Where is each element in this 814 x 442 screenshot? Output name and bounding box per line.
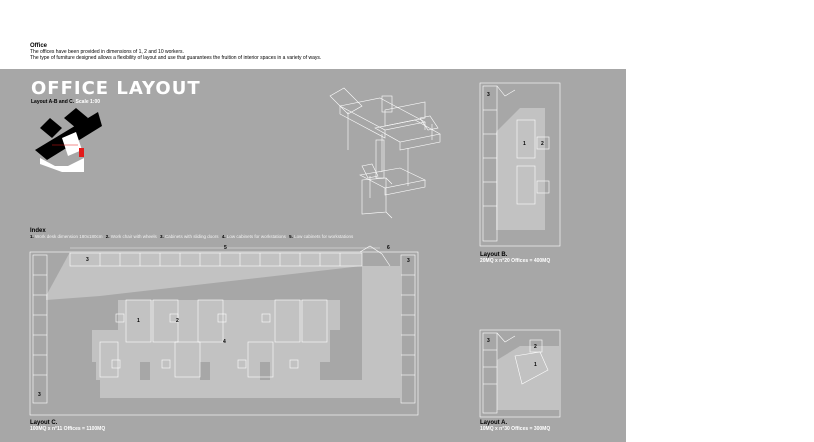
layout-b-desc: 20MQ x n°20 Offices = 400MQ [480, 258, 551, 264]
index-item-5-text: Low cabinets for workstations [294, 234, 354, 239]
label-c-3c: 3 [38, 392, 41, 398]
layout-b-caption: Layout B. 20MQ x n°20 Offices = 400MQ [480, 252, 550, 264]
index-items: 1. Work desk dimension 180x180cm 2. Work… [30, 234, 355, 240]
index-legend: Index 1. Work desk dimension 180x180cm 2… [30, 228, 355, 240]
intro-text: Office The offices have been provided in… [30, 43, 321, 61]
layout-b-plan [479, 82, 561, 247]
label-c-1: 1 [137, 318, 140, 324]
index-item-4-number: 4. [221, 234, 226, 239]
label-b-2: 2 [541, 141, 544, 147]
layout-a-plan [479, 329, 561, 418]
layout-c-heading: Layout C. [30, 420, 58, 426]
intro-line-2: The type of furniture designed allows a … [30, 55, 322, 61]
index-item-1-text: Work desk dimension 180x180cm [35, 234, 103, 239]
label-c-5: 5 [224, 245, 227, 251]
key-plan-icon [35, 108, 102, 172]
index-item-2-text: Work chair with wheels [110, 234, 157, 239]
label-c-2: 2 [176, 318, 179, 324]
board-subtitle: Layout A-B and C. Scale 1:00 [31, 99, 100, 105]
index-item-5-number: 5. [289, 234, 293, 239]
layout-a-heading: Layout A. [480, 420, 508, 426]
label-a-1: 1 [534, 362, 537, 368]
index-item-3-number: 3. [159, 234, 164, 239]
layout-b-heading: Layout B. [480, 252, 508, 258]
label-c-6: 6 [387, 245, 390, 251]
layout-c-caption: Layout C. 100MQ x n°11 Offices = 1100MQ [30, 420, 105, 432]
label-b-1: 1 [523, 141, 526, 147]
layout-c-desc: 100MQ x n°11 Offices = 1100MQ [30, 426, 106, 432]
label-b-3: 3 [487, 92, 490, 98]
axonometric-furniture [329, 87, 441, 219]
intro-line-1: The offices have been provided in dimens… [30, 49, 184, 55]
index-item-1-number: 1. [30, 234, 34, 239]
label-c-3b: 3 [407, 258, 410, 264]
label-a-3: 3 [487, 338, 490, 344]
index-item-2-number: 2. [105, 234, 110, 239]
index-item-3-text: Cabinets with sliding doors [165, 234, 219, 239]
layout-a-desc: 10MQ x n°30 Offices = 300MQ [480, 426, 551, 432]
label-c-4: 4 [223, 339, 226, 345]
label-a-2: 2 [534, 344, 537, 350]
intro-heading: Office [30, 43, 48, 49]
label-c-3a: 3 [86, 257, 89, 263]
subtitle-layouts: Layout A-B and C. [31, 99, 75, 105]
layout-c-plan [29, 245, 419, 416]
board-title: OFFICE LAYOUT [31, 78, 201, 99]
layout-a-caption: Layout A. 10MQ x n°30 Offices = 300MQ [480, 420, 550, 432]
index-heading: Index [30, 228, 46, 234]
index-item-4-text: Low cabinets for workstations [226, 234, 286, 239]
subtitle-scale: Scale 1:00 [75, 99, 101, 105]
